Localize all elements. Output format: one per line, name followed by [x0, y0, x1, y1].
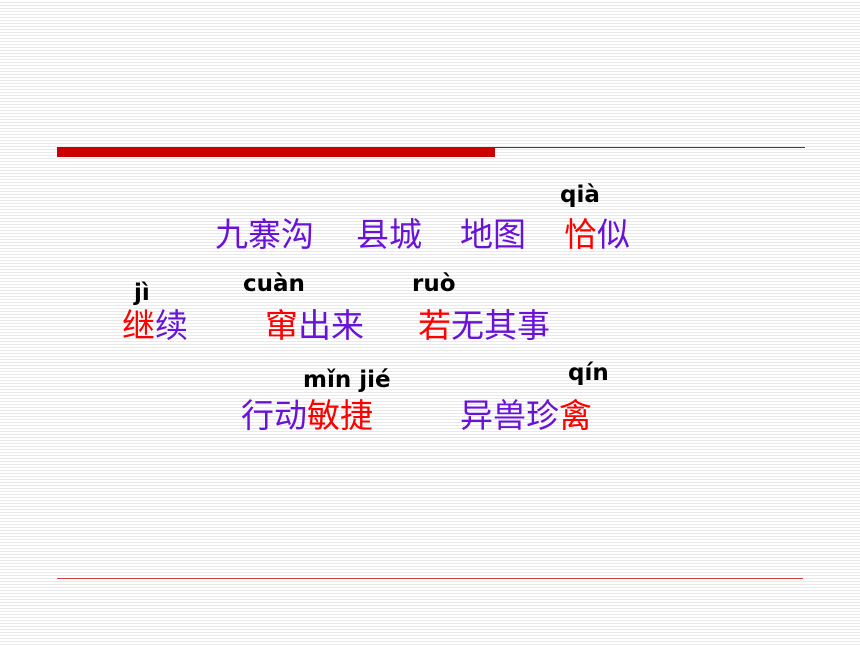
pinyin-cuan: cuàn	[243, 271, 305, 297]
word-xingdongminjie: 行动敏捷	[241, 396, 373, 435]
pinyin-qia: qià	[560, 182, 600, 208]
word-ruowuqishi: 若无其事	[418, 306, 550, 345]
word-yishouzhenqin: 异兽珍禽	[460, 396, 592, 435]
word-ditu: 地图	[460, 215, 526, 254]
pinyin-qin: qín	[568, 360, 609, 386]
pinyin-ruo: ruò	[412, 271, 456, 297]
pinyin-min-jie: mǐn jié	[303, 367, 391, 393]
word-xiancheng: 县城	[356, 215, 422, 254]
word-jiuzhaigou: 九寨沟	[215, 215, 314, 254]
word-qiasi: 恰似	[564, 215, 630, 254]
pinyin-ji: jì	[134, 280, 150, 306]
word-cuanchulai: 窜出来	[265, 306, 364, 345]
top-red-bar	[57, 147, 495, 157]
word-jixu: 继续	[122, 306, 188, 345]
bottom-red-line	[57, 578, 803, 579]
top-red-line	[495, 147, 805, 148]
